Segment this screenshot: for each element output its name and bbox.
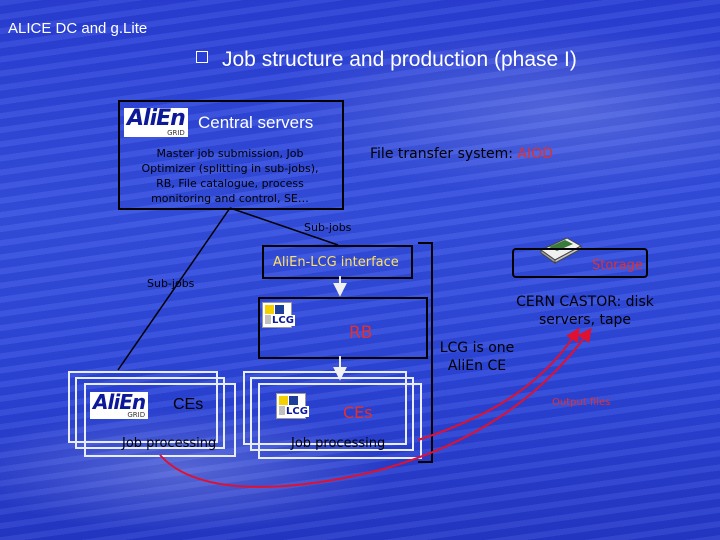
output-curve-alien: [160, 330, 590, 487]
subjobs-line-right: [230, 208, 338, 245]
output-curve-lcg: [418, 330, 578, 440]
lcg-bracket: [418, 243, 432, 462]
subjobs-line-left: [118, 208, 230, 370]
